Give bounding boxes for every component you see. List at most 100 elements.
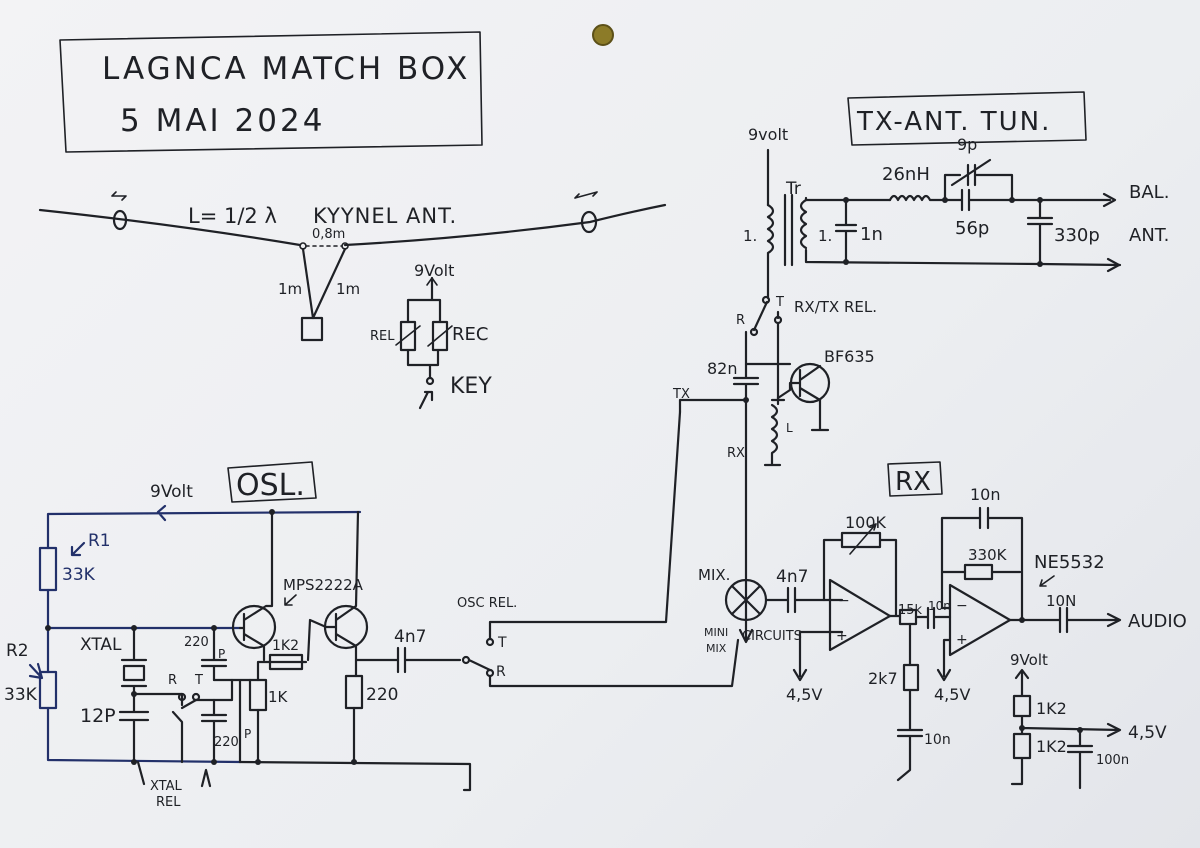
- bias-input-1: [792, 630, 844, 682]
- opamp2-feedback: [940, 516, 1024, 622]
- q2-leads: [306, 510, 360, 662]
- cap-220a-suffix: P: [218, 647, 225, 661]
- cap-220-link: [212, 678, 234, 702]
- output-label-2: ANT.: [1129, 225, 1169, 246]
- transformer-label: Tr: [785, 179, 801, 199]
- junction-dot: [211, 625, 217, 631]
- antenna-section: L= 1/2 λ KYYNEL ANT. 0,8m 1m 1m: [38, 191, 667, 342]
- output-cap-wiring: [1008, 606, 1122, 634]
- oscillator-section: OSL. 9Volt R1 33K R2 33K XTAL 12P 220 P …: [4, 461, 472, 810]
- r1-arrow-icon: [70, 541, 86, 557]
- res-220-wiring: [352, 658, 400, 764]
- rx-label: RX: [727, 446, 745, 461]
- key-relay-circuit: 9Volt REL REC KEY: [370, 261, 492, 410]
- junction-dot: [1009, 197, 1015, 203]
- bias2-label: 4,5V: [934, 685, 970, 704]
- junction-dot: [269, 509, 275, 515]
- osc-supply-label: 9Volt: [150, 482, 193, 502]
- trim-cap-9p: [943, 158, 1014, 202]
- q1-leads: [238, 510, 274, 662]
- trim-cap-label: 9p: [957, 135, 977, 154]
- r1-resistor: [38, 546, 58, 592]
- mixer-note-2: MIX: [706, 642, 727, 655]
- cap-10n-gnd-label: 10n: [924, 732, 951, 748]
- opamp1-plus: +: [836, 628, 848, 644]
- transformer-secondary: [799, 198, 808, 250]
- div-r1-label: 1K2: [1036, 699, 1067, 718]
- opamp-1: [828, 578, 892, 652]
- junction-dot: [1037, 197, 1043, 203]
- cap-feedback-label: 10n: [970, 485, 1001, 504]
- junction-dot: [131, 625, 137, 631]
- junction-dot: [843, 259, 849, 265]
- junction-dot: [131, 759, 137, 765]
- relay-contact-r: [749, 327, 759, 337]
- relay-coil-left: [399, 320, 417, 352]
- rx-tx-stage: R T RX/TX REL. 82n BF635 L TX RX: [672, 293, 877, 644]
- res-1k2-label: 1K2: [272, 638, 299, 654]
- osc-relay-wiring: [467, 410, 740, 688]
- xtal-rel-arrow-icon: [136, 760, 212, 788]
- inductor-26nh: [888, 194, 964, 202]
- relay-diagonals: [395, 325, 453, 347]
- cap-1n: [834, 198, 858, 264]
- switch-r-label: R: [168, 673, 177, 688]
- rxtx-relay-contacts: [732, 293, 780, 402]
- transistor-arrow-icon: [284, 594, 297, 606]
- cap-220-upper: [200, 626, 228, 682]
- rx-box-label: RX: [895, 467, 931, 497]
- emitter-wiring: [230, 660, 308, 764]
- output-label-1: BAL.: [1129, 182, 1169, 203]
- junction-dot: [843, 197, 849, 203]
- osc-box-outline: [227, 461, 317, 503]
- osc-relay-label: OSC REL.: [457, 596, 517, 611]
- relay-contact-common: [761, 295, 771, 305]
- pot-100k: [840, 531, 882, 549]
- osc-box-label: OSL.: [236, 468, 305, 503]
- tuner-box-outline: [847, 91, 1087, 146]
- out-cap-label: 10N: [1046, 592, 1076, 610]
- res-220-label: 220: [366, 685, 398, 705]
- tx-rx-bus: [678, 398, 748, 642]
- cap-1n-label: 1n: [860, 224, 883, 245]
- cap-220b-label: 220: [214, 735, 239, 750]
- junction-dot: [45, 625, 51, 631]
- key-supply-label: 9Volt: [414, 261, 454, 280]
- crystal-and-12p: [118, 626, 150, 764]
- osc-relay-t-label: T: [497, 635, 507, 651]
- bias-input-2: [936, 638, 952, 682]
- punch-hole: [592, 24, 614, 46]
- bias-divider: [1010, 668, 1122, 790]
- divider-supply-label: 9Volt: [1010, 651, 1048, 669]
- res-330k-label: 330K: [968, 546, 1008, 564]
- tuner-wiring: [804, 196, 1122, 267]
- opamp2-plus: +: [956, 632, 968, 648]
- q1-transistor: [231, 604, 277, 650]
- relay-right-label: REC: [452, 324, 488, 345]
- choke-label: L: [786, 421, 793, 435]
- cap-10n-series: [914, 606, 952, 630]
- cap-220a-label: 220: [184, 635, 209, 650]
- rxtx-t-label: T: [775, 295, 784, 310]
- tx-antenna-tuner: TX-ANT. TUN. 9volt Tr 1. 1. 1n 26nH 9p 5…: [743, 91, 1169, 297]
- junction-dot: [1019, 725, 1025, 731]
- audio-output-label: AUDIO: [1128, 611, 1187, 632]
- osc-out-cap-label: 4n7: [394, 627, 426, 647]
- tuner-supply-label: 9volt: [748, 125, 788, 144]
- pot-label: 100K: [845, 513, 887, 532]
- cap-56p: [960, 188, 1112, 212]
- key-label: KEY: [450, 374, 492, 399]
- r2-resistor: [38, 670, 58, 710]
- switch-t-label: T: [194, 673, 203, 688]
- insulator-right: [580, 210, 598, 234]
- coupling-cap-label: 82n: [707, 359, 738, 378]
- osc-out-cap: [396, 646, 462, 674]
- mixer-out-cap: [764, 586, 844, 614]
- res-15k-label: 15k: [898, 603, 923, 618]
- r2-value-label: 33K: [4, 685, 38, 705]
- r1-value-label: 33K: [62, 565, 96, 585]
- mixer-cap-label: 4n7: [776, 567, 808, 587]
- title-box-outline: [59, 31, 483, 153]
- primary-turns-label: 1.: [743, 227, 757, 245]
